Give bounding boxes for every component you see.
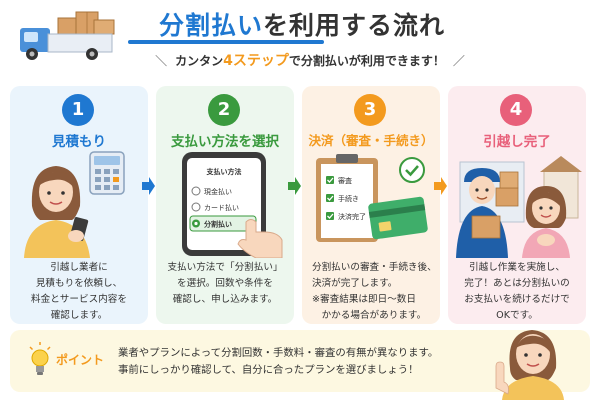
title-highlight: 分割払い [158,11,263,40]
title-rest: を利用する流れ [263,11,446,40]
desc-line: 確認します。 [50,310,108,321]
lightbulb-icon [29,342,51,375]
clipboard-item: 手続き [338,194,359,203]
truck-icon [20,11,115,60]
moving-complete-illustration [456,156,582,258]
step-title: 決済（審査・手続き） [308,133,434,148]
step-number: 2 [208,94,240,126]
subtitle: ＼ カンタン4ステップで分割払いが利用できます！ ／ [120,50,500,70]
tip-line: 事前にしっかり確認して、自分に合ったプランを選びましょう！ [118,364,419,376]
step-number: 1 [62,94,94,126]
arrow-right-icon [288,177,301,195]
desc-line: 確認し、申し込みます。 [172,294,278,305]
desc-line: かかる場合があります。 [312,310,427,321]
step-title: 引越し完了 [483,134,551,150]
arrow-right-icon [142,177,155,195]
clipboard-item: 決済完了 [338,212,366,221]
step-card-1: 1 見積もり 引越し業者に 見積もりを依頼し、 料金とサービス内容を 確認します… [10,86,148,324]
phone-option: カード払い [204,203,239,212]
subtitle-pre: カンタン [175,54,224,68]
desc-line: OKです。 [496,310,538,321]
calculator-icon [89,151,125,195]
page-title: 分割払いを利用する流れ [122,6,482,42]
step-card-4: 4 引越し完了 引越し作業を実施し、 完了！あとは分割払いの お支払いを続けるだ… [448,86,586,324]
desc-line: を選択。回数や条件を [177,278,273,289]
boxes-icon [495,171,519,207]
title-underline [128,40,324,44]
step-title: 見積もり [52,134,106,150]
subtitle-right-slash: ／ [452,54,465,68]
desc-line: 完了！あとは分割払いの [464,278,570,289]
step-card-3: 3 決済（審査・手続き） 審査 手続き 決済完了 分割払いの審査・手続き後、 決… [302,86,440,324]
step-number: 3 [354,94,386,126]
step-description: 分割払いの審査・手続き後、 決済が完了します。 ※審査結果は即日～数日 かかる場… [312,260,438,324]
desc-line: ※審査結果は即日～数日 [312,294,416,305]
desc-line: 料金とサービス内容を [31,294,127,305]
step-description: 支払い方法で「分割払い」 を選択。回数や条件を 確認し、申し込みます。 [162,260,288,308]
phone-option-selected: 分割払い [204,220,232,229]
phone-heading: 支払い方法 [206,167,242,176]
phone-option: 現金払い [204,187,232,196]
desc-line: 引越し業者に [50,262,108,273]
subtitle-left-slash: ＼ [155,54,168,68]
desc-line: 引越し作業を実施し、 [469,262,565,273]
desc-line: 分割払いの審査・手続き後、 [312,262,437,273]
tip-line: 業者やプランによって分割回数・手数料・審査の有無が異なります。 [118,347,439,359]
woman-with-phone-illustration [24,151,125,258]
pointing-woman-illustration [495,330,564,400]
payment-selection-illustration: 支払い方法 現金払い カード払い 分割払い [182,152,283,258]
step-description: 引越し業者に 見積もりを依頼し、 料金とサービス内容を 確認します。 [16,260,142,324]
credit-card-icon [368,196,428,240]
tip-label: ポイント [56,353,105,367]
check-icon [399,157,425,183]
desc-line: 支払い方法で「分割払い」 [167,262,283,273]
clipboard-item: 審査 [338,176,352,185]
step-card-2: 2 支払い方法を選択 支払い方法 現金払い カード払い 分割払い 支払い方法で「… [156,86,294,324]
clipboard-card-illustration: 審査 手続き 決済完了 [316,154,428,242]
subtitle-post: で分割払いが利用できます！ [288,54,445,68]
arrow-right-icon [434,177,447,195]
subtitle-highlight: 4ステップ [223,53,289,69]
step-title: 支払い方法を選択 [171,134,279,150]
tip-text: 業者やプランによって分割回数・手数料・審査の有無が異なります。 事前にしっかり確… [118,345,438,379]
step-number: 4 [500,94,532,126]
step-description: 引越し作業を実施し、 完了！あとは分割払いの お支払いを続けるだけで OKです。 [454,260,580,324]
desc-line: 見積もりを依頼し、 [35,278,123,289]
desc-line: お支払いを続けるだけで [464,294,570,305]
desc-line: 決済が完了します。 [312,278,398,289]
header: 分割払いを利用する流れ ＼ カンタン4ステップで分割払いが利用できます！ ／ [0,0,600,80]
point-tip-box: ポイント 業者やプランによって分割回数・手数料・審査の有無が異なります。 事前に… [10,330,590,392]
pointing-hand-icon [237,219,283,258]
